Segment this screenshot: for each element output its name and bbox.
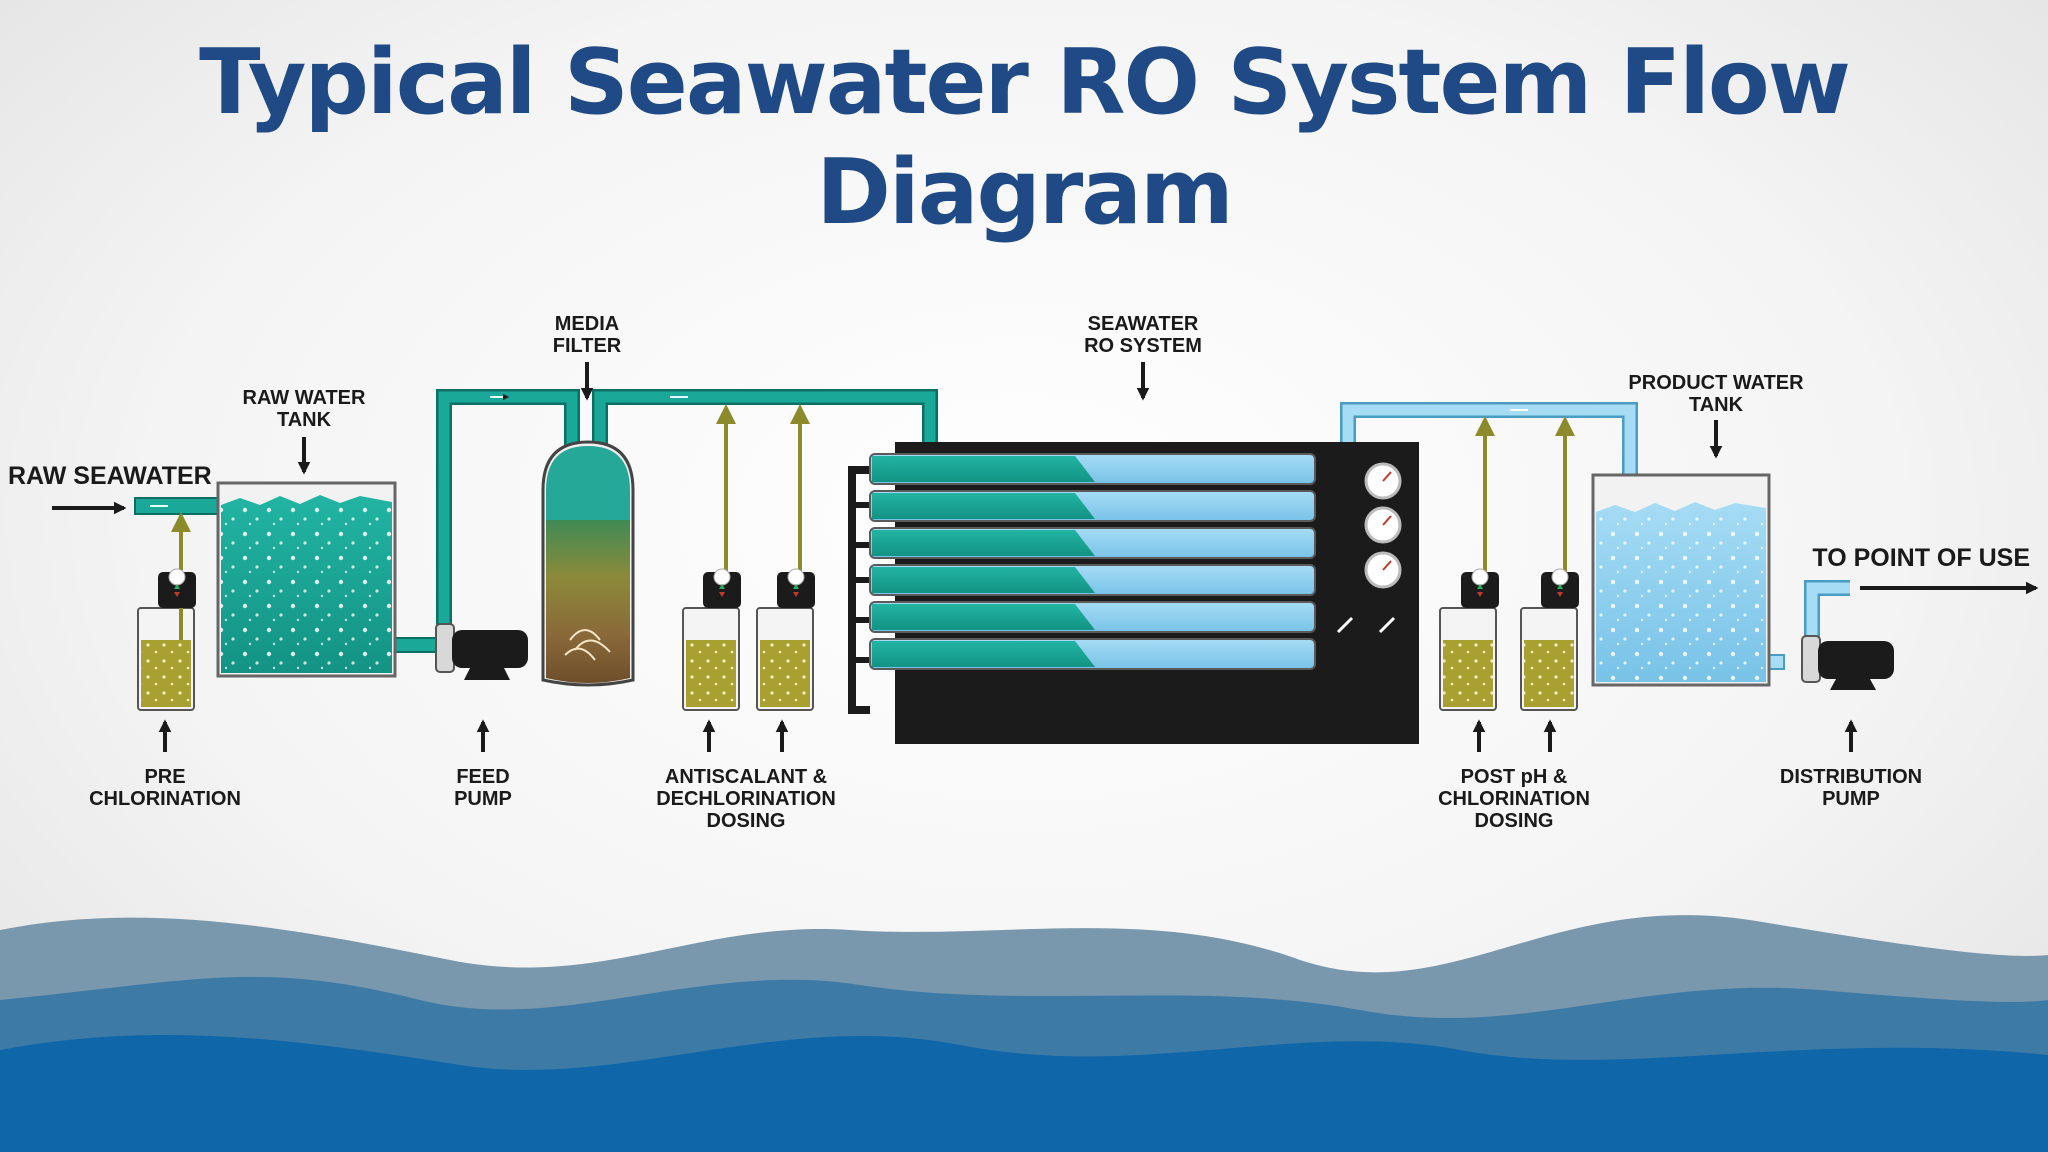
label-post-ph-2: CHLORINATION xyxy=(1438,788,1590,810)
labels: RAW SEAWATER RAW WATER TANK MEDIA FILTER… xyxy=(8,313,2030,832)
feed-pump xyxy=(435,623,528,680)
label-ro-system-1: SEAWATER xyxy=(1088,313,1199,335)
label-raw-seawater: RAW SEAWATER xyxy=(8,462,212,490)
ocean-waves xyxy=(0,915,2048,1152)
label-post-ph-1: POST pH & xyxy=(1461,766,1568,788)
label-post-ph-3: DOSING xyxy=(1475,810,1554,832)
page-title: Typical Seawater RO System Flow Diagram xyxy=(199,30,1851,245)
dosing-pump-icon xyxy=(703,568,741,608)
dosing-tanks xyxy=(137,404,1579,711)
label-pre-chlorination-1: PRE xyxy=(144,766,185,788)
pressure-gauge-icon xyxy=(1364,462,1402,589)
ro-membranes xyxy=(869,453,1316,670)
label-media-filter-2: FILTER xyxy=(553,335,622,357)
label-feed-pump-1: FEED xyxy=(456,766,509,788)
label-feed-pump-2: PUMP xyxy=(454,788,512,810)
label-media-filter-1: MEDIA xyxy=(555,313,619,335)
label-distribution-pump-1: DISTRIBUTION xyxy=(1780,766,1922,788)
label-antiscalant-1: ANTISCALANT & xyxy=(665,766,827,788)
post-ph-tank-1 xyxy=(1439,416,1499,711)
label-antiscalant-2: DECHLORINATION xyxy=(656,788,836,810)
media-filter-vessel xyxy=(541,440,635,687)
valve-icon xyxy=(1336,616,1396,634)
raw-water-tank xyxy=(216,481,397,678)
ro-system-rack xyxy=(848,442,1419,744)
label-raw-water-tank-2: TANK xyxy=(277,409,332,431)
dosing-pump-icon xyxy=(1461,568,1499,608)
label-antiscalant-3: DOSING xyxy=(707,810,786,832)
antiscalant-tank-1 xyxy=(682,404,741,711)
pre-chlorination-tank xyxy=(137,512,196,711)
antiscalant-tank-2 xyxy=(756,404,815,711)
dosing-pump-icon xyxy=(777,568,815,608)
dosing-pump-icon xyxy=(158,568,196,608)
label-to-point-of-use: TO POINT OF USE xyxy=(1812,544,2030,572)
label-distribution-pump-2: PUMP xyxy=(1822,788,1880,810)
post-ph-tank-2 xyxy=(1520,416,1579,711)
product-water-tank xyxy=(1591,473,1771,687)
label-product-tank-1: PRODUCT WATER xyxy=(1628,372,1804,394)
inlet-pipe xyxy=(134,497,231,515)
label-product-tank-2: TANK xyxy=(1689,394,1744,416)
label-raw-water-tank-1: RAW WATER xyxy=(243,387,367,409)
distribution-pump xyxy=(1801,635,1894,690)
label-ro-system-2: RO SYSTEM xyxy=(1084,335,1202,357)
wave-front xyxy=(0,1034,2048,1152)
label-pre-chlorination-2: CHLORINATION xyxy=(89,788,241,810)
dosing-pump-icon xyxy=(1541,568,1579,608)
